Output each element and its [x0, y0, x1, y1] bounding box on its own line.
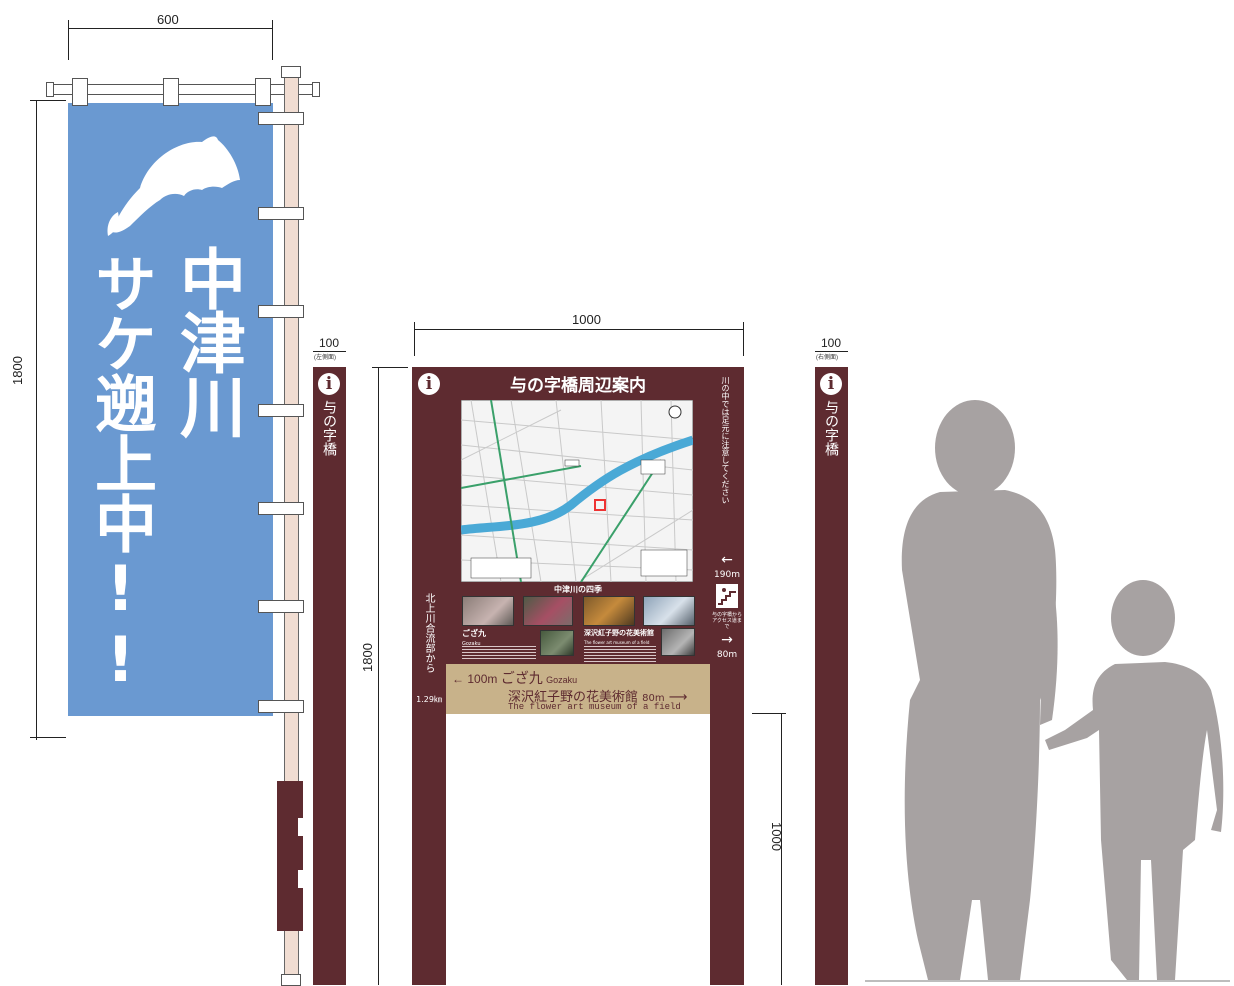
stairs-icon	[716, 584, 738, 608]
board-height-label: 1800	[360, 643, 375, 672]
banner-stand-base	[277, 781, 303, 931]
banner-height-label: 1800	[10, 356, 25, 385]
right-side-pole	[815, 367, 848, 985]
direction-museum-distance: 80m	[642, 693, 665, 704]
left-pole-info-icon: i	[318, 373, 340, 395]
direction-gozaku-distance: 100m	[467, 672, 498, 686]
right-post-left-arrow: ←	[721, 552, 733, 568]
banner-rod-end-left	[46, 82, 54, 97]
left-pole-label: 与の字橋	[321, 400, 337, 456]
board-left-post	[412, 367, 446, 985]
board-right-post	[710, 367, 744, 985]
banner-height-dimension-line	[36, 100, 37, 740]
right-pole-side-label: (右側面)	[816, 355, 838, 361]
gozaku-description	[462, 646, 536, 660]
banner-side-loop-3	[258, 305, 304, 318]
museum-subtitle: The flower art museum of a field	[584, 640, 650, 645]
confluence-distance-value: 1.29㎞	[416, 695, 442, 704]
adult-silhouette	[901, 400, 1058, 980]
season-photo-2	[523, 596, 573, 626]
gozaku-photo	[540, 630, 574, 656]
banner-side-loop-5	[258, 502, 304, 515]
banner-side-loop-1	[258, 112, 304, 125]
caution-text: 川の中では足元に注意してください	[721, 376, 730, 504]
right-pole-width-dimension-line	[815, 351, 848, 352]
right-pole-width-label: 100	[821, 336, 842, 350]
left-pole-width-label: 100	[319, 336, 340, 350]
right-pole-label: 与の字橋	[823, 400, 839, 456]
child-silhouette	[1045, 580, 1224, 980]
right-post-distance-1: 190m	[714, 570, 740, 580]
season-photo-1	[462, 596, 514, 626]
board-height-dimension-line	[378, 367, 379, 985]
banner-stand-gap-2	[298, 870, 304, 888]
direction-museum-name: 深沢紅子野の花美術館	[508, 690, 639, 705]
museum-photo	[661, 628, 695, 656]
board-width-label: 1000	[572, 312, 601, 327]
season-photo-3	[583, 596, 635, 626]
direction-left-arrow: ←	[452, 672, 464, 686]
confluence-distance-label: 北上川合流部から	[423, 593, 434, 673]
museum-title: 深沢紅子野の花美術館	[584, 629, 654, 637]
banner-side-loop-4	[258, 404, 304, 417]
area-map	[461, 400, 693, 582]
salmon-icon	[107, 136, 240, 236]
right-post-right-arrow: →	[721, 632, 733, 648]
board-height-tick-top	[372, 367, 408, 368]
direction-right-arrow: ⟶	[668, 690, 688, 705]
left-pole-width-dimension-line	[313, 351, 346, 352]
banner-cloth	[68, 103, 273, 716]
banner-height-tick-bottom	[30, 737, 66, 738]
direction-line-3: The flower art museum of a field	[508, 702, 681, 712]
banner-width-dimension-line	[68, 28, 273, 29]
banner-pole-foot	[281, 974, 301, 986]
gozaku-title: ござ九	[462, 629, 486, 638]
left-pole-side-label: (左側面)	[314, 355, 336, 361]
left-side-pole	[313, 367, 346, 985]
banner-top-rod	[50, 84, 320, 95]
banner-side-loop-7	[258, 700, 304, 713]
direction-gozaku-name: ござ九	[500, 670, 543, 686]
banner-text-nakatsugawa: 中津川	[169, 245, 246, 437]
direction-line-1: ← 100m ござ九 Gozaku	[452, 668, 577, 688]
seasons-title: 中津川の四季	[554, 585, 602, 594]
banner-width-tick-right	[272, 20, 273, 60]
banner-side-loop-2	[258, 207, 304, 220]
banner-rod-end-right	[312, 82, 320, 97]
museum-description	[584, 646, 656, 662]
direction-line-2: 深沢紅子野の花美術館 80m ⟶	[508, 686, 687, 705]
right-post-distance-2: 80m	[716, 650, 738, 660]
season-photo-4	[643, 596, 695, 626]
board-title: 与の字橋周辺案内	[510, 376, 646, 396]
banner-width-tick-left	[68, 20, 69, 60]
banner-top-loop-1	[72, 78, 88, 106]
direction-panel	[446, 664, 710, 714]
gozaku-subtitle: Gozaku	[462, 641, 481, 647]
board-width-tick-left	[414, 322, 415, 356]
banner-pole-cap	[281, 66, 301, 78]
board-lower-dimension-line	[781, 713, 782, 985]
banner-width-label: 600	[157, 12, 179, 27]
board-info-icon: i	[418, 373, 440, 395]
banner-stand-gap-1	[298, 818, 304, 836]
banner-text-salmon-run: サケ遡上中!!	[84, 252, 157, 694]
direction-gozaku-roman: Gozaku	[546, 675, 578, 685]
banner-top-loop-2	[163, 78, 179, 106]
board-width-tick-right	[743, 322, 744, 356]
banner-top-loop-3	[255, 78, 271, 106]
ground-line	[865, 980, 1230, 982]
board-lower-label: 1000	[769, 822, 784, 851]
banner-side-loop-6	[258, 600, 304, 613]
right-pole-info-icon: i	[820, 373, 842, 395]
board-lower-tick-top	[752, 713, 786, 714]
banner-height-tick-top	[30, 100, 66, 101]
access-note: 与の字橋からアクセス道まで	[712, 612, 743, 630]
board-width-dimension-line	[414, 329, 744, 330]
